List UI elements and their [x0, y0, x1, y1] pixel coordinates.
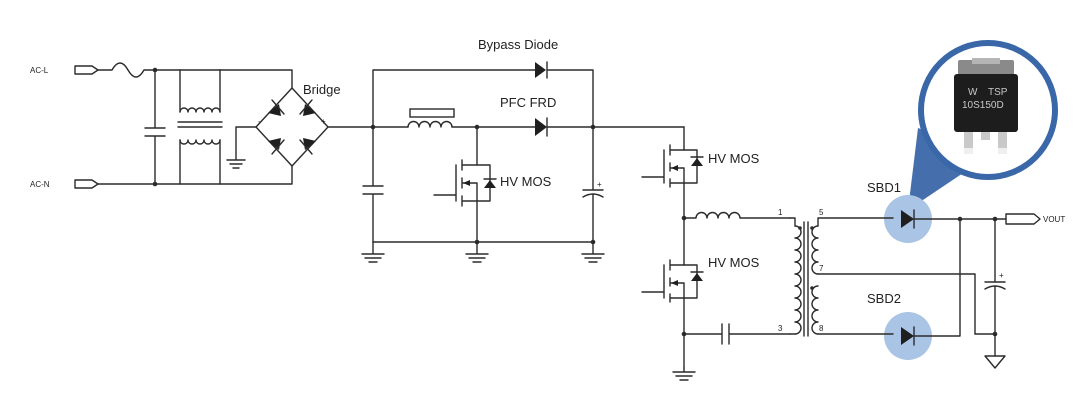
- ground-icon-2: [465, 241, 489, 263]
- pin-5: 5: [819, 208, 824, 217]
- bridge-plus: +: [321, 117, 326, 126]
- ground-icon-4: [672, 367, 696, 381]
- inductor-core-icon: [409, 108, 455, 118]
- top-mosfet-icon: [669, 126, 685, 188]
- package-callout: W TSP 10S150D: [908, 40, 1058, 210]
- bridge-minus: -: [258, 117, 261, 126]
- vout-terminal-icon: [1005, 213, 1041, 225]
- pin-3: 3: [778, 324, 783, 333]
- bridge-ground-icon: [226, 126, 257, 169]
- pfc-frd-label: PFC FRD: [500, 95, 556, 110]
- bypass-diode-label: Bypass Diode: [478, 37, 558, 52]
- ground-icon-1: [361, 241, 385, 263]
- vout-label: VOUT: [1043, 215, 1065, 224]
- choke-winding-top-icon: [179, 107, 221, 113]
- package-part: 10S150D: [962, 100, 1004, 111]
- transformer: 1 3 5 7 8: [778, 208, 976, 337]
- package-series: TSP: [988, 87, 1008, 98]
- resonant-cap-icon: [683, 323, 791, 345]
- ground-icon-3: [581, 241, 605, 263]
- dpak-package-icon: [954, 58, 1018, 154]
- sbd1-label: SBD1: [867, 180, 901, 195]
- hv-mos-bottom-label: HV MOS: [708, 255, 760, 270]
- secondary-winding-2-icon: [811, 285, 819, 335]
- pfc-inductor-icon: [407, 120, 453, 128]
- pfc-stage: +: [327, 61, 685, 263]
- hv-mos-top-label: HV MOS: [708, 151, 760, 166]
- output-stage: +: [901, 209, 1041, 369]
- bridge-rectifier: - +: [255, 87, 329, 167]
- output-ground-icon: [984, 355, 1006, 369]
- output-cap-plus: +: [999, 271, 1004, 280]
- package-brand: W: [968, 87, 978, 98]
- hv-mos-pfc-label: HV MOS: [500, 174, 552, 189]
- ac-l-terminal-icon: [74, 65, 99, 75]
- ac-n-terminal-icon: [74, 179, 99, 189]
- bypass-diode-icon: [535, 62, 546, 78]
- primary-winding-icon: [794, 225, 802, 335]
- sbd2-label: SBD2: [867, 291, 901, 306]
- choke-winding-bottom-icon: [179, 139, 221, 145]
- half-bridge-stage: [641, 126, 791, 381]
- pin-7: 7: [819, 264, 824, 273]
- pfc-frd-icon: [535, 118, 547, 136]
- pfc-mosfet-icon: [461, 126, 478, 207]
- fuse-icon: [97, 62, 221, 78]
- bulk-cap-plus: +: [597, 180, 602, 189]
- bottom-mosfet-icon: [669, 259, 685, 303]
- sbd2-icon: [901, 327, 914, 345]
- sbd1-icon: [901, 210, 914, 228]
- bridge-label: Bridge: [303, 82, 341, 97]
- ac-input-section: [74, 62, 293, 189]
- ac-n-label: AC-N: [30, 180, 50, 189]
- secondary-winding-1-icon: [811, 225, 819, 275]
- pin-8: 8: [819, 324, 824, 333]
- pin-1: 1: [778, 208, 783, 217]
- ac-l-label: AC-L: [30, 66, 49, 75]
- resonant-inductor-icon: [683, 211, 791, 219]
